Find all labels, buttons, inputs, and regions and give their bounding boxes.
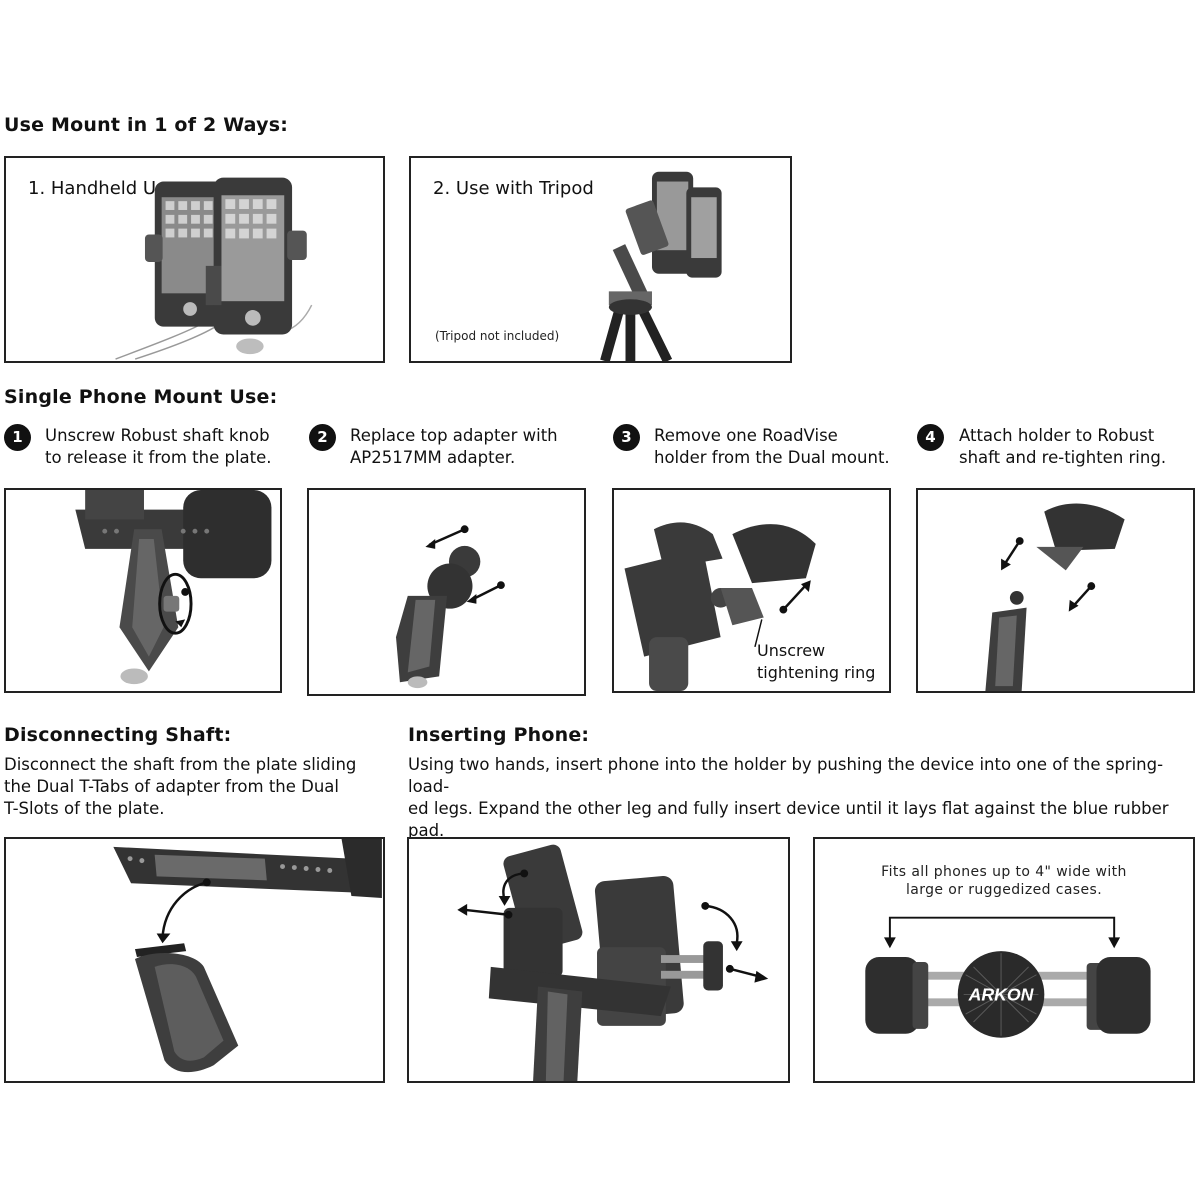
insert-line1: Using two hands, insert phone into the h… [408, 755, 1164, 796]
step-1-line1: Unscrew Robust shaft knob [45, 426, 270, 445]
insert-phone-panel [407, 837, 790, 1083]
step-3-line1: Remove one RoadVise [654, 426, 838, 445]
insert-instructions: Using two hands, insert phone into the h… [408, 754, 1196, 842]
step-4-panel [916, 488, 1195, 693]
step-2-line1: Replace top adapter with [350, 426, 558, 445]
step-2-line2: AP2517MM adapter. [350, 448, 516, 467]
section3-heading: Disconnecting Shaft: [4, 724, 232, 746]
tripod-use-panel: 2. Use with Tripod (Tripod not included) [409, 156, 792, 363]
section1-heading: Use Mount in 1 of 2 Ways: [4, 114, 289, 136]
unscrew-annotation: Unscrew tightening ring [757, 640, 875, 684]
fit-info-panel: Fits all phones up to 4" wide with large… [813, 837, 1195, 1083]
handheld-use-panel: 1. Handheld Use [4, 156, 385, 363]
step-4-line2: shaft and re-tighten ring. [959, 448, 1167, 467]
holder-width-illustration: ARKON [865, 916, 1151, 1038]
step-1-text: Unscrew Robust shaft knob to release it … [45, 425, 272, 469]
step-3-line2: holder from the Dual mount. [654, 448, 890, 467]
fit-info-line2: large or ruggedized cases. [905, 882, 1103, 898]
step-2-panel [307, 488, 586, 696]
attach-holder-illustration [985, 503, 1125, 691]
remove-holder-illustration [624, 522, 816, 691]
section4-heading: Inserting Phone: [408, 724, 590, 746]
step-2-number: 2 [309, 424, 336, 451]
step-1-number: 1 [4, 424, 31, 451]
tripod-use-label: 2. Use with Tripod [433, 178, 594, 199]
step-1-line2: to release it from the plate. [45, 448, 272, 467]
step-1-panel [4, 488, 282, 693]
fit-info-text: Fits all phones up to 4" wide with large… [815, 863, 1193, 899]
insert-line2: ed legs. Expand the other leg and fully … [408, 799, 1169, 840]
dual-phone-mount-illustration [115, 177, 313, 360]
replace-adapter-illustration [395, 525, 505, 689]
unscrew-annotation-line1: Unscrew [757, 641, 826, 660]
disconnect-shaft-panel [4, 837, 385, 1083]
step-2-text: Replace top adapter with AP2517MM adapte… [350, 425, 558, 469]
tripod-note: (Tripod not included) [435, 329, 560, 343]
step-4-number: 4 [917, 424, 944, 451]
disconnect-line3: T-Slots of the plate. [4, 799, 165, 818]
disconnect-line2: the Dual T-Tabs of adapter from the Dual [4, 777, 339, 796]
step-4-line1: Attach holder to Robust [959, 426, 1155, 445]
section2-heading: Single Phone Mount Use: [4, 386, 278, 408]
disconnect-line1: Disconnect the shaft from the plate slid… [4, 755, 357, 774]
handheld-use-label: 1. Handheld Use [28, 178, 177, 199]
disconnect-instructions: Disconnect the shaft from the plate slid… [4, 754, 356, 820]
unscrew-knob-illustration [75, 490, 272, 685]
fit-info-line1: Fits all phones up to 4" wide with [881, 864, 1127, 880]
disconnect-shaft-illustration [113, 839, 382, 1073]
arkon-logo: ARKON [968, 984, 1035, 1004]
step-3-panel: Unscrew tightening ring [612, 488, 891, 693]
step-3-number: 3 [613, 424, 640, 451]
unscrew-annotation-line2: tightening ring [757, 663, 876, 682]
tripod-mount-illustration [600, 171, 722, 361]
step-4-text: Attach holder to Robust shaft and re-tig… [959, 425, 1166, 469]
insert-phone-illustration [457, 844, 769, 1081]
step-3-text: Remove one RoadVise holder from the Dual… [654, 425, 890, 469]
